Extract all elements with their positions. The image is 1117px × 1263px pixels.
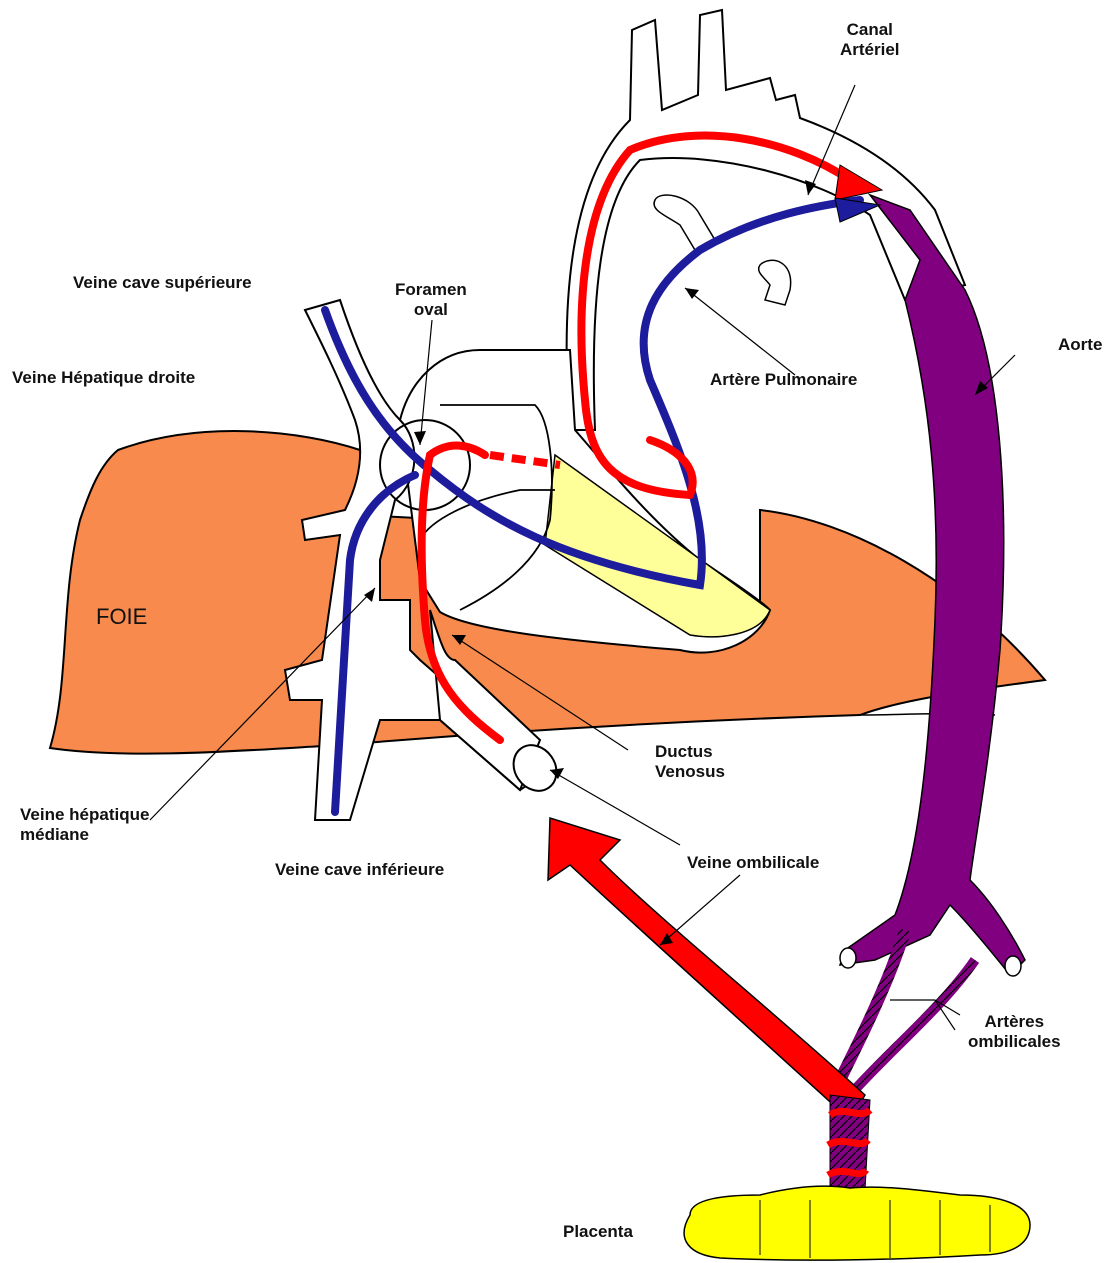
label-veine-hepatique-droite: Veine Hépatique droite <box>12 368 195 388</box>
label-aorte: Aorte <box>1058 335 1102 355</box>
label-foramen-oval: Foramen oval <box>395 280 467 321</box>
label-veine-cave-superieure: Veine cave supérieure <box>73 273 252 293</box>
label-artere-pulmonaire: Artère Pulmonaire <box>710 370 857 390</box>
label-ductus-venosus: Ductus Venosus <box>655 742 725 783</box>
label-placenta: Placenta <box>563 1222 633 1242</box>
label-veine-hepatique-mediane: Veine hépatique médiane <box>20 805 149 846</box>
label-veine-ombilicale: Veine ombilicale <box>687 853 819 873</box>
placenta-shape <box>684 1186 1030 1260</box>
label-canal-arteriel: Canal Artériel <box>840 20 900 61</box>
label-arteres-ombilicales: Artères ombilicales <box>968 1012 1061 1053</box>
label-veine-cave-inferieure: Veine cave inférieure <box>275 860 444 880</box>
label-foie: FOIE <box>96 604 147 630</box>
